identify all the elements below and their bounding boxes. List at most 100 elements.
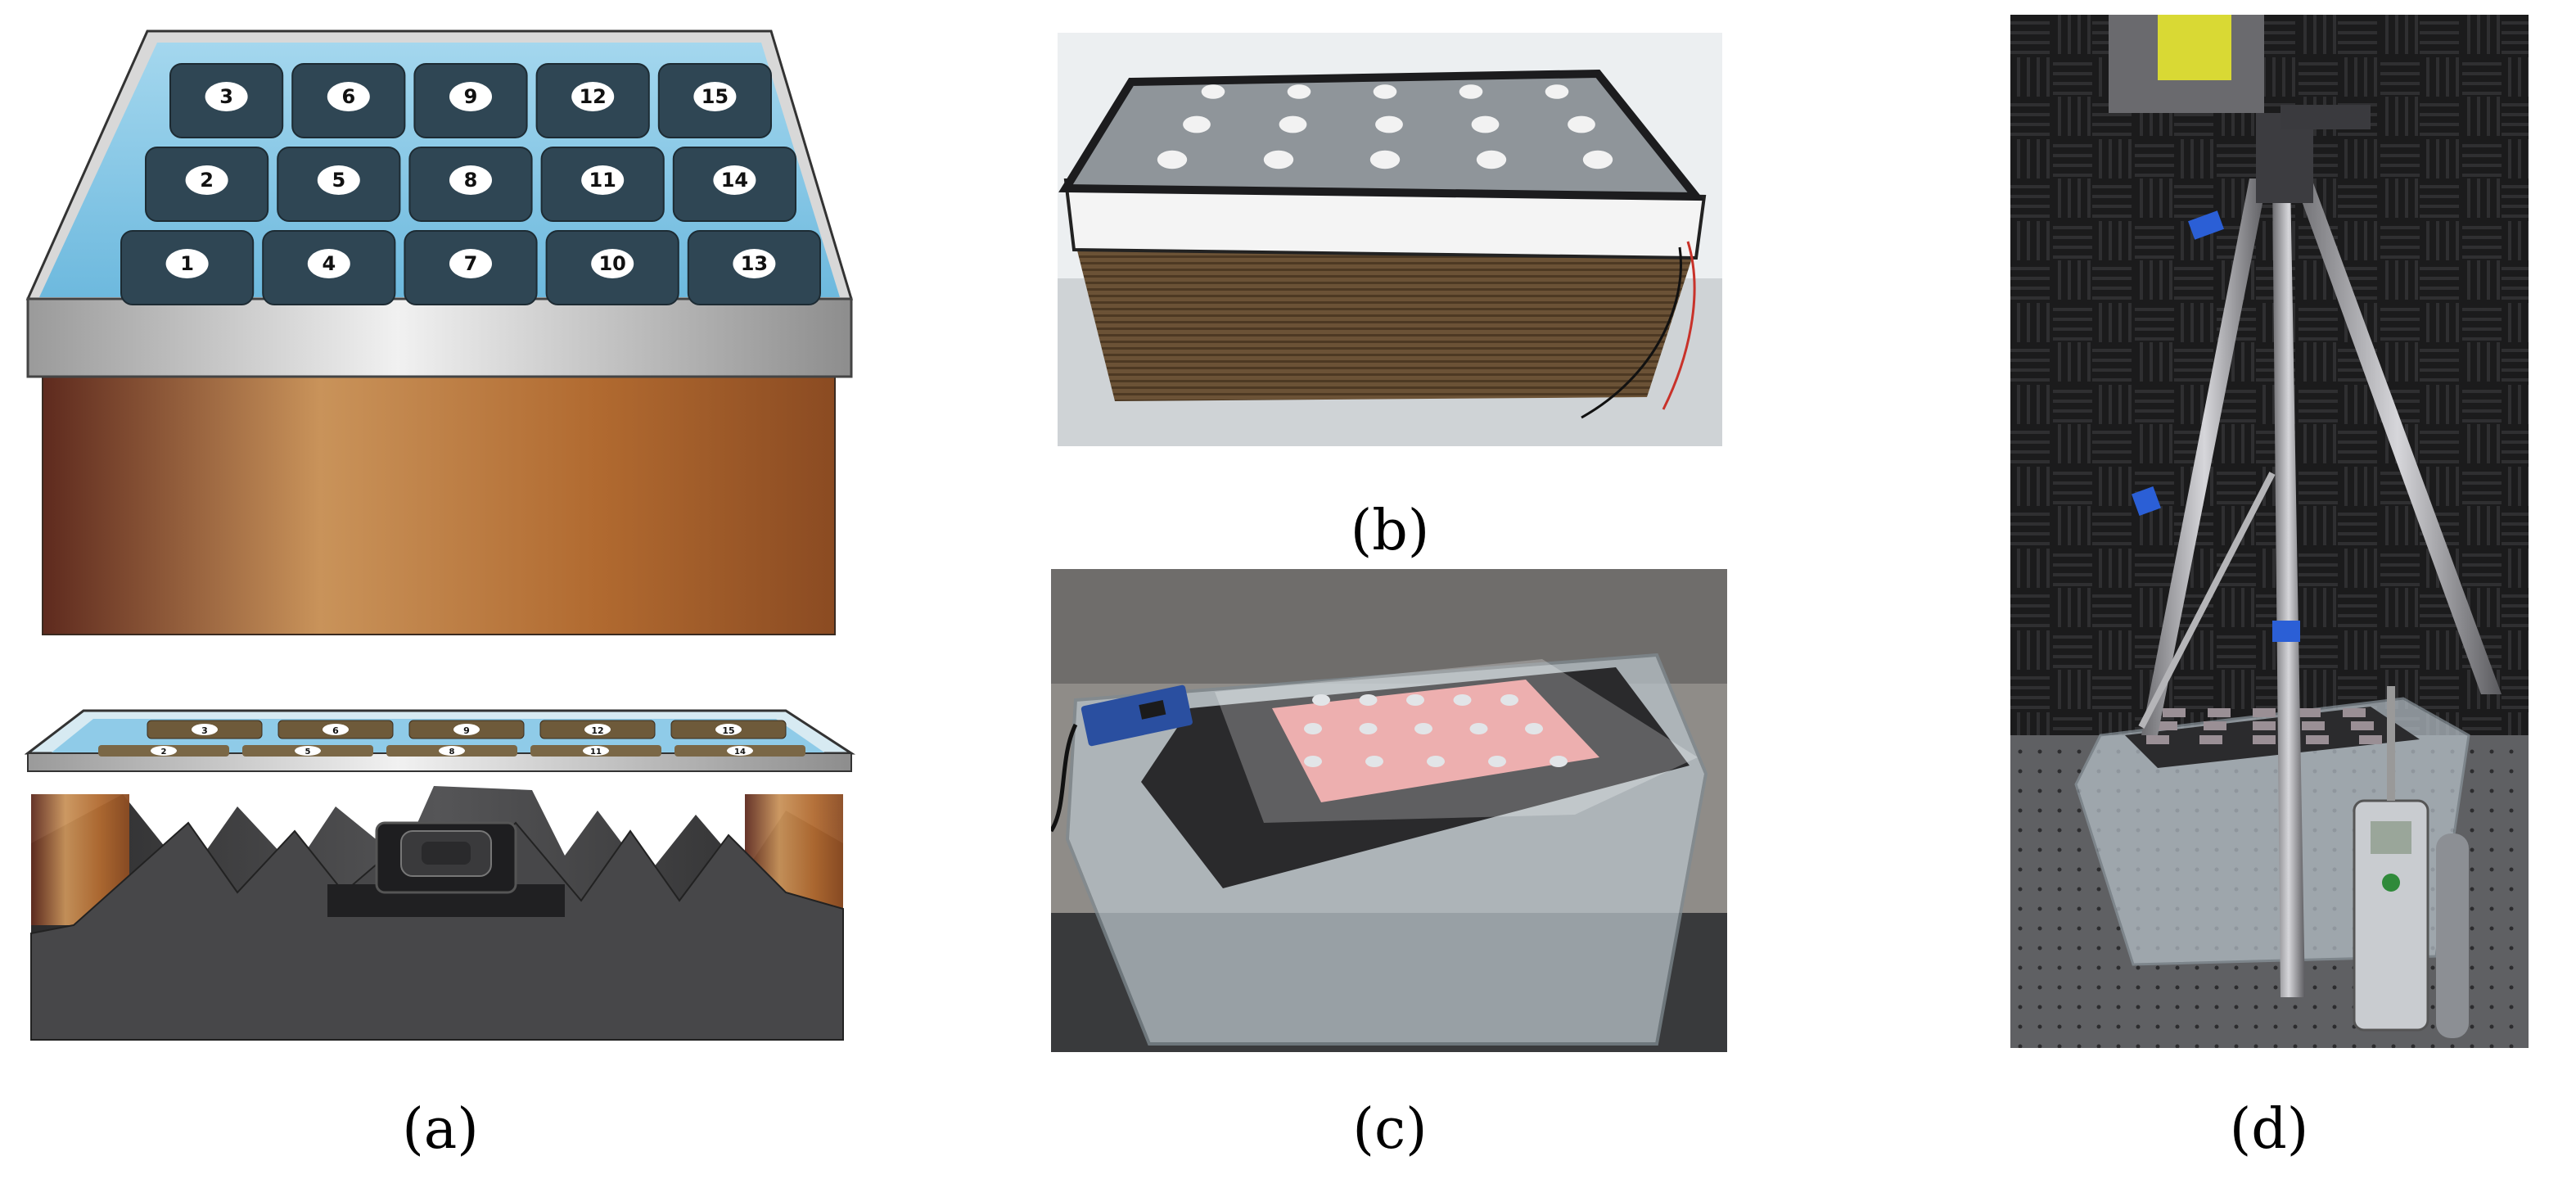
- sample-dot: [1359, 694, 1378, 706]
- sample-dot: [1469, 723, 1488, 734]
- sample-dot: [1550, 756, 1568, 767]
- caption-c: (c): [1352, 1097, 1428, 1162]
- sample-dot: [1406, 694, 1424, 706]
- cell-number-badge: [581, 165, 625, 195]
- cell-number: 9: [463, 725, 470, 736]
- pad-cell: [2163, 708, 2186, 717]
- sample-dot: [1287, 84, 1311, 99]
- pad-cell: [2146, 735, 2169, 744]
- cell-number-badge: [453, 724, 480, 735]
- cell-number: 11: [590, 748, 602, 757]
- cable: [1051, 723, 1078, 833]
- sample-dot: [1312, 694, 1330, 706]
- pad-grid: [2146, 708, 2382, 744]
- sample-dot: [1427, 756, 1445, 767]
- cell-number-badge: [323, 724, 349, 735]
- cell-number-badge: [591, 249, 634, 278]
- sample-dot: [1568, 115, 1595, 133]
- sample-dot: [1304, 756, 1322, 767]
- sample-dot: [1375, 115, 1403, 133]
- cell-number-badge: [449, 249, 492, 278]
- cell-number: 9: [464, 85, 478, 108]
- cell-number: 3: [201, 725, 208, 736]
- cell-number: 11: [589, 169, 616, 192]
- sample-dot: [1373, 84, 1397, 99]
- cell-number: 2: [161, 748, 167, 757]
- foam-wedges: [30, 821, 844, 1041]
- pad-cell: [2306, 735, 2329, 744]
- pad-cell: [2253, 735, 2276, 744]
- sample-dot: [1500, 694, 1518, 706]
- cell-number-badge: [449, 82, 492, 111]
- panel-b-photo: [1058, 33, 1722, 446]
- cell-number-badge: [733, 249, 776, 278]
- cell-number: 3: [219, 85, 233, 108]
- cell-number: 15: [702, 85, 729, 108]
- tray-dots: [1157, 84, 1613, 169]
- tray-top: [1058, 69, 1705, 201]
- cell-number-badge: [327, 82, 370, 111]
- sample-dot: [1414, 723, 1432, 734]
- cell-number-badge: [715, 724, 742, 735]
- sample-dot: [1525, 723, 1543, 734]
- tripod: [2132, 113, 2502, 997]
- cell-number: 6: [332, 725, 339, 736]
- microphone: [2436, 833, 2469, 1038]
- cell-number: 5: [332, 169, 345, 192]
- cell-number: 12: [579, 85, 606, 108]
- cell-number: 7: [464, 252, 478, 275]
- cell-number: 14: [721, 169, 748, 192]
- cell-number-badge: [307, 249, 350, 278]
- cell-number: 5: [305, 748, 311, 757]
- cell-number: 8: [464, 169, 478, 192]
- pad-cell: [2298, 708, 2321, 717]
- wire-red: [1662, 241, 1696, 410]
- cell-number-badge: [151, 746, 177, 756]
- cell-number-badge: [439, 746, 465, 756]
- cell-number-badge: [571, 82, 615, 111]
- caption-d: (d): [2229, 1097, 2309, 1162]
- pad-cell: [2343, 708, 2366, 717]
- sample-dot: [1263, 150, 1294, 169]
- sample-dot: [1365, 756, 1383, 767]
- tray-front-rim: [26, 297, 853, 378]
- cell-number-badge: [205, 82, 248, 111]
- sample-dot: [1471, 115, 1500, 133]
- cell-number: 14: [734, 748, 746, 757]
- panel-c-photo: [1051, 569, 1727, 1052]
- pink-pad: [1272, 680, 1599, 802]
- cell-number-badge: [727, 746, 753, 756]
- sound-level-meter: [2353, 686, 2429, 1032]
- pad-dots: [1304, 694, 1568, 767]
- sample-dot: [1545, 84, 1569, 99]
- cell-number-badge: [693, 82, 737, 111]
- cell-number-badge: [317, 165, 360, 195]
- pad-cell: [2351, 721, 2374, 730]
- sample-dot: [1279, 115, 1307, 133]
- sample-dot: [1304, 723, 1322, 734]
- copper-box: [42, 376, 836, 635]
- cell-number: 6: [341, 85, 355, 108]
- cell-number-badge: [583, 746, 609, 756]
- sample-dot: [1582, 150, 1613, 169]
- panel-d-photo: [2010, 15, 2529, 1048]
- cell-number-badge: [713, 165, 756, 195]
- circuit-board: [1080, 684, 1193, 747]
- sample-dot: [1459, 84, 1483, 99]
- caption-a: (a): [402, 1097, 479, 1162]
- cell-number-badge: [192, 724, 218, 735]
- pad-cell: [2204, 721, 2226, 730]
- sample-dot: [1369, 150, 1401, 169]
- pad-cell: [2199, 735, 2222, 744]
- box-body: [1074, 237, 1696, 401]
- sample-dot: [1157, 150, 1188, 169]
- cell-number-badge: [584, 724, 611, 735]
- cell-number-badge: [449, 165, 492, 195]
- laser-vibrometer: [2109, 15, 2371, 129]
- cell-number: 2: [200, 169, 214, 192]
- cell-number-badge: [165, 249, 209, 278]
- sample-dot: [1359, 723, 1378, 734]
